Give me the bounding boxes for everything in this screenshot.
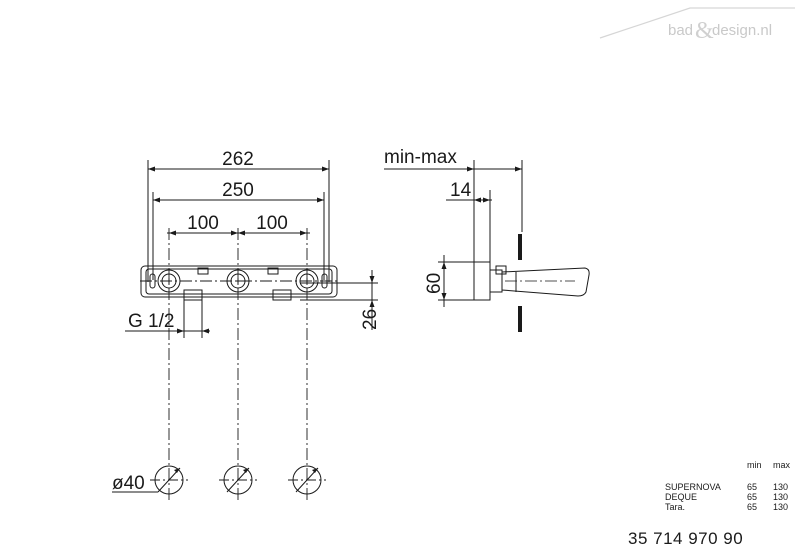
front-view: [112, 160, 378, 500]
watermark-ampersand: &: [695, 18, 714, 44]
spec-table: min max SUPERNOVA 65 130 DEQUE 65 130 Ta…: [665, 460, 791, 512]
watermark-text-right: design.nl: [712, 22, 772, 39]
dim-offset-14: 14: [450, 180, 472, 201]
dim-height-60: 60: [424, 273, 445, 294]
table-row-max: 130: [773, 482, 788, 492]
dim-spacing-left: 100: [187, 213, 219, 234]
table-header-min: min: [747, 460, 762, 470]
table-row-min: 65: [747, 492, 757, 502]
dim-overall-width: 262: [222, 149, 254, 170]
dim-spacing-right: 100: [256, 213, 288, 234]
part-number: 35 714 970 90: [628, 529, 743, 548]
table-row-max: 130: [773, 502, 788, 512]
table-row-min: 65: [747, 502, 757, 512]
watermark: bad & design.nl: [599, 7, 795, 44]
watermark-text-left: bad: [668, 22, 693, 39]
dim-min-max: min-max: [384, 147, 457, 168]
dim-height-26: 26: [360, 309, 381, 330]
dim-mounting-width: 250: [222, 180, 254, 201]
thread-label: G 1/2: [128, 311, 174, 332]
table-row-name: SUPERNOVA: [665, 482, 721, 492]
table-row-max: 130: [773, 492, 788, 502]
side-view: [384, 160, 590, 332]
table-row-name: DEQUE: [665, 492, 697, 502]
table-row-name: Tara.: [665, 502, 685, 512]
table-header-max: max: [773, 460, 791, 470]
hole-diameter-label: ø40: [112, 473, 145, 494]
table-row-min: 65: [747, 482, 757, 492]
